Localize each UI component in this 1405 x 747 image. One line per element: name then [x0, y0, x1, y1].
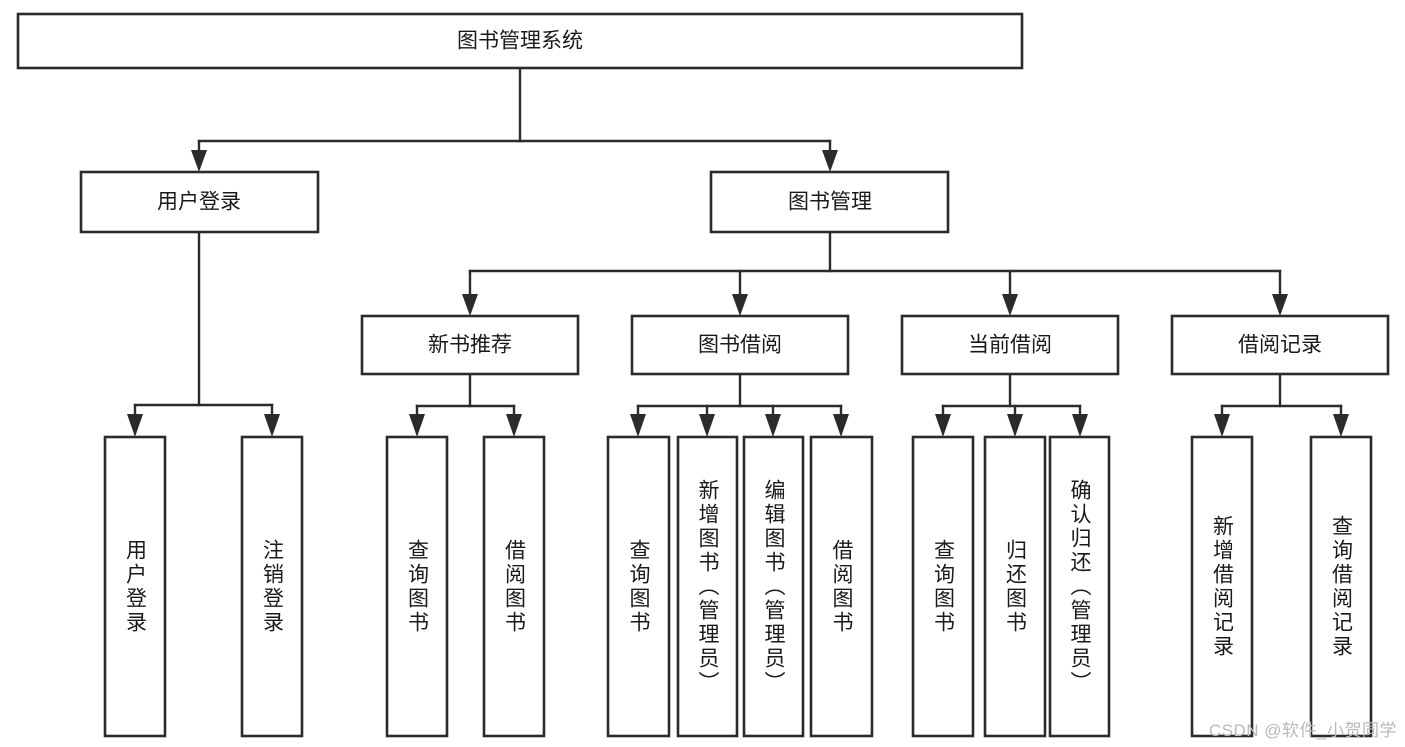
arrow-leaf-return-book — [1007, 414, 1023, 437]
arrow-leaf-add-record — [1214, 414, 1230, 437]
arrow-new-book-rec — [462, 294, 478, 316]
arrow-current-borrow — [1002, 294, 1018, 316]
horizontal-label-layer: 图书管理系统 用户登录 图书管理 新书推荐 图书借阅 当前借阅 借阅记录 — [157, 30, 1322, 357]
arrow-leaf-query-book-1 — [409, 414, 425, 437]
arrow-leaf-query-book-2 — [630, 414, 646, 437]
node-book-manage-label: 图书管理 — [788, 191, 872, 214]
node-new-book-rec-box[interactable] — [360, 314, 580, 376]
node-current-borrow-box[interactable] — [900, 314, 1120, 376]
arrow-user-login — [191, 150, 207, 172]
node-root-box[interactable] — [16, 12, 1024, 70]
leaf-user-logout-box[interactable] — [240, 435, 304, 738]
node-book-borrow-box[interactable] — [630, 314, 850, 376]
leaf-borrow-book-2-box[interactable] — [809, 435, 874, 738]
leaf-edit-book-box[interactable] — [742, 435, 805, 738]
connector-layer — [127, 66, 1349, 437]
leaf-user-login-box[interactable] — [103, 435, 167, 738]
node-root-label: 图书管理系统 — [457, 30, 583, 53]
arrow-leaf-query-book-3 — [935, 414, 951, 437]
csdn-watermark: CSDN @软件_小贺同学 — [1208, 721, 1397, 740]
arrow-borrow-record — [1272, 294, 1288, 316]
arrow-leaf-confirm-return — [1072, 414, 1088, 437]
leaf-borrow-book-1-box[interactable] — [482, 435, 546, 738]
arrow-book-borrow — [732, 294, 748, 316]
leaf-query-book-2-box[interactable] — [606, 435, 671, 738]
leaf-query-record-box[interactable] — [1309, 435, 1373, 738]
leaf-query-book-3-box[interactable] — [911, 435, 975, 738]
arrow-leaf-borrow-book-2 — [833, 414, 849, 437]
arrow-leaf-edit-book — [765, 414, 781, 437]
node-book-manage-box[interactable] — [709, 170, 950, 234]
node-book-borrow-label: 图书借阅 — [698, 334, 782, 357]
leaf-query-book-1-box[interactable] — [385, 435, 449, 738]
arrow-leaf-add-book — [699, 414, 715, 437]
node-user-login-label: 用户登录 — [157, 191, 241, 214]
arrow-leaf-user-logout — [264, 414, 280, 437]
node-borrow-record-label: 借阅记录 — [1238, 334, 1322, 357]
arrow-leaf-query-record — [1333, 414, 1349, 437]
node-user-login-box[interactable] — [79, 170, 320, 234]
leaf-confirm-return-box[interactable] — [1048, 435, 1111, 738]
leaf-add-book-box[interactable] — [676, 435, 739, 738]
arrow-leaf-user-login — [127, 414, 143, 437]
arrow-book-manage — [822, 150, 838, 172]
node-new-book-rec-label: 新书推荐 — [428, 334, 512, 357]
box-layer — [16, 12, 1390, 738]
node-current-borrow-label: 当前借阅 — [968, 334, 1052, 357]
node-borrow-record-box[interactable] — [1170, 314, 1390, 376]
leaf-return-book-box[interactable] — [983, 435, 1047, 738]
leaf-add-record-box[interactable] — [1190, 435, 1254, 738]
arrow-leaf-borrow-book-1 — [506, 414, 522, 437]
